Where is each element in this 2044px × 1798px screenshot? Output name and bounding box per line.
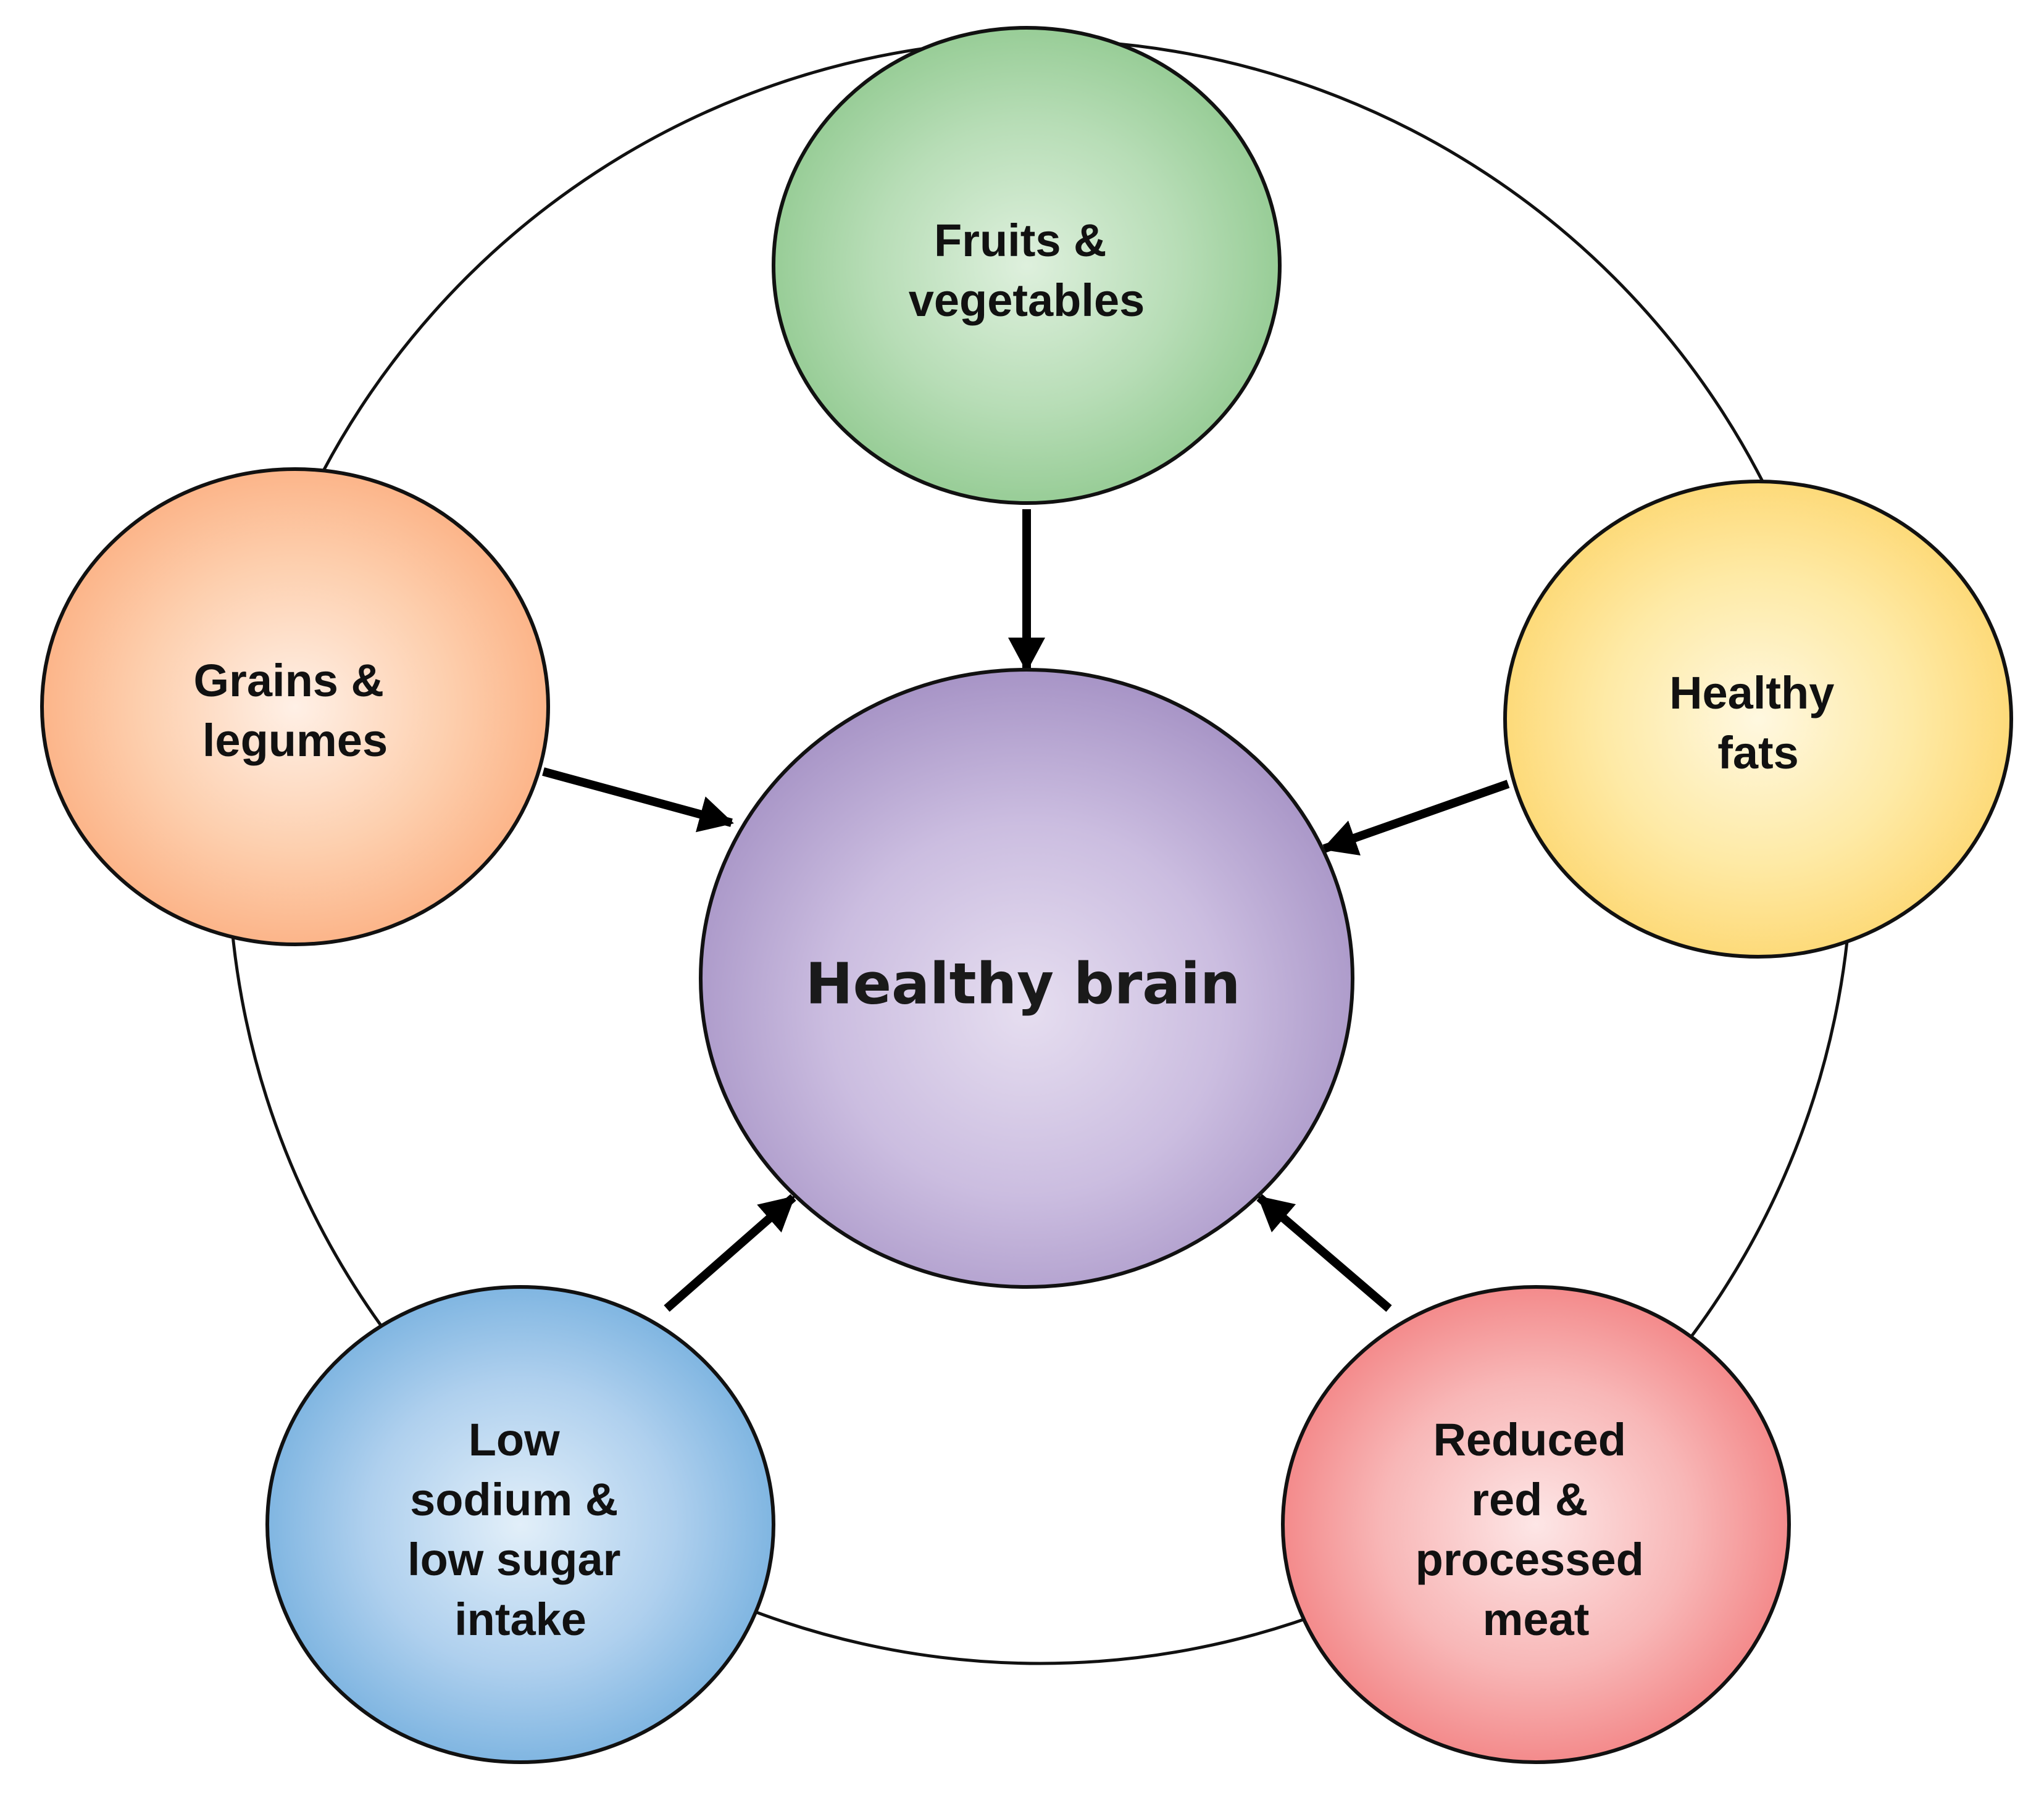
grains-legumes-node: Grains & legumes xyxy=(40,467,550,946)
healthy-brain-node: Healthy brain xyxy=(699,668,1354,1289)
fruits-vegetables-label-line-2: vegetables xyxy=(909,275,1145,326)
healthy-fats-node: Healthy fats xyxy=(1503,480,2013,959)
healthy-fats-circle xyxy=(1503,480,2013,959)
fruits-vegetables-label: Fruits & vegetables xyxy=(909,215,1145,326)
reduced-meat-label-line-4: meat xyxy=(1483,1594,1590,1645)
healthy-fats-label-line-2: fats xyxy=(1717,727,1799,778)
low-sodium-sugar-circle xyxy=(265,1285,775,1764)
grains-legumes-circle xyxy=(40,467,550,946)
reduced-meat-label-line-1: Reduced xyxy=(1433,1414,1626,1465)
reduced-meat-node: Reduced red & processed meat xyxy=(1281,1285,1791,1764)
grains-legumes-label-line-1: Grains & xyxy=(194,655,384,706)
fruits-vegetables-label-line-1: Fruits & xyxy=(934,215,1107,266)
arrow-meat-to-brain xyxy=(1256,1194,1392,1312)
grains-legumes-label: Grains & legumes xyxy=(194,655,397,766)
reduced-meat-circle xyxy=(1281,1285,1791,1764)
arrow-fats-to-brain xyxy=(1322,780,1510,856)
low-sodium-sugar-node: Low sodium & low sugar intake xyxy=(265,1285,775,1764)
low-sodium-sugar-label-line-1: Low xyxy=(469,1414,560,1465)
healthy-fats-label: Healthy fats xyxy=(1669,667,1847,778)
healthy-brain-circle xyxy=(699,668,1354,1289)
arrow-sodium-to-brain xyxy=(664,1194,796,1312)
reduced-meat-label: Reduced red & processed meat xyxy=(1416,1414,1657,1645)
reduced-meat-label-line-3: processed xyxy=(1416,1534,1644,1585)
low-sodium-sugar-label: Low sodium & low sugar intake xyxy=(407,1414,633,1645)
low-sodium-sugar-label-line-2: sodium & xyxy=(410,1474,618,1525)
arrow-grains-to-brain xyxy=(542,767,734,833)
fruits-vegetables-node: Fruits & vegetables xyxy=(772,26,1282,505)
healthy-fats-label-line-1: Healthy xyxy=(1669,667,1834,718)
grains-legumes-label-line-2: legumes xyxy=(202,715,388,766)
healthy-brain-label: Healthy brain xyxy=(806,951,1241,1017)
fruits-vegetables-circle xyxy=(772,26,1282,505)
low-sodium-sugar-label-line-3: low sugar xyxy=(407,1534,620,1585)
reduced-meat-label-line-2: red & xyxy=(1471,1474,1588,1525)
low-sodium-sugar-label-line-4: intake xyxy=(454,1594,586,1645)
